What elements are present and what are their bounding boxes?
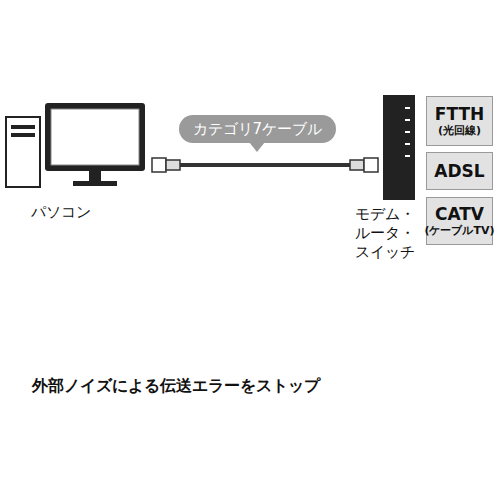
router-led: [405, 131, 410, 133]
router-led: [405, 155, 410, 157]
service-box: ADSL: [426, 152, 493, 190]
monitor-screen: [51, 109, 139, 165]
monitor-neck: [89, 171, 101, 181]
device-label: モデム・ ルータ・ スイッチ: [355, 205, 421, 262]
service-name: FTTH: [435, 105, 484, 124]
service-box: FTTH(光回線): [426, 96, 493, 146]
router-body: [383, 95, 415, 200]
cable-callout: カテゴリ7ケーブル: [179, 115, 337, 143]
drive-slot: [11, 133, 35, 137]
service-note: (光回線): [438, 124, 481, 138]
right-plug: [350, 158, 378, 172]
service-box: CATV(ケーブルTV): [426, 197, 493, 245]
caption-text: 外部ノイズによる伝送エラーをストップ: [32, 376, 320, 397]
service-name: ADSL: [434, 162, 484, 181]
lan-cable: [160, 163, 355, 167]
pc-illustration: [5, 95, 160, 195]
callout-pointer: [249, 142, 265, 152]
plug-head: [364, 158, 378, 172]
service-note: (ケーブルTV): [424, 224, 494, 238]
left-plug: [152, 158, 180, 172]
plug-boot: [350, 160, 364, 170]
service-name: CATV: [435, 205, 484, 224]
router-led: [405, 119, 410, 121]
router-node: モデム・ ルータ・ スイッチ: [355, 95, 425, 275]
drive-slot: [11, 125, 35, 129]
device-label: パソコン: [31, 203, 91, 222]
router-illustration: [381, 95, 417, 203]
callout-text: カテゴリ7ケーブル: [193, 120, 323, 138]
router-led: [405, 107, 410, 109]
router-led: [405, 143, 410, 145]
monitor-base: [73, 181, 117, 186]
pc-tower: [6, 117, 40, 187]
pc-node: パソコン: [5, 95, 160, 235]
plug-head: [152, 158, 166, 172]
plug-boot: [166, 160, 180, 170]
monitor-frame: [45, 103, 145, 171]
